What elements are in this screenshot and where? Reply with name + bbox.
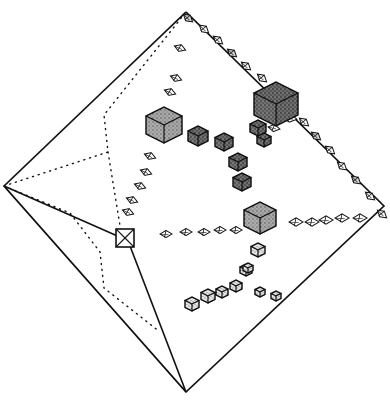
octahedron-outline (4, 12, 384, 392)
large-cube (146, 107, 182, 143)
octahedron-mark (163, 87, 177, 98)
speckled-cube (216, 286, 228, 298)
octahedron-mark (323, 143, 337, 156)
small-dark-cube (215, 133, 233, 151)
small-dark-cube (257, 133, 271, 147)
cubes-group (146, 82, 298, 311)
octahedron-mark (143, 151, 157, 162)
octahedron-mark (180, 228, 192, 235)
octahedron-mark (169, 73, 183, 84)
small-dark-cube (229, 153, 247, 171)
octahedron-mark (173, 43, 187, 54)
speckled-cube (251, 243, 265, 257)
octahedron-mark (309, 129, 323, 142)
octahedron-mark (214, 226, 226, 233)
octahedron-mark (335, 214, 349, 222)
marked-square (116, 229, 134, 247)
octahedron-mark (139, 167, 153, 178)
hidden-edges (4, 12, 186, 332)
octahedron-mark (375, 207, 389, 220)
speckled-cube (255, 287, 265, 297)
speckled-cube (185, 297, 199, 311)
large-cube (244, 202, 276, 234)
speckled-cube (271, 291, 281, 301)
hidden-edge-mid (108, 152, 122, 238)
octahedron-mark (289, 218, 303, 226)
octahedron-mark (125, 195, 139, 206)
octahedron-mark (133, 181, 147, 192)
octahedron-mark (305, 218, 319, 226)
hidden-edge-lower (4, 186, 160, 332)
octahedron-mark (198, 228, 210, 235)
octahedron-mark (319, 216, 333, 224)
octahedron-mark (230, 226, 242, 233)
small-dark-cube (233, 173, 251, 191)
octahedron-mark (121, 207, 135, 218)
octahedron-mark (160, 230, 172, 237)
small-dark-cube (188, 126, 208, 146)
speckled-cube (201, 289, 215, 303)
octahedron-mark (211, 33, 225, 46)
octahedron-mark (349, 173, 363, 186)
front-edge-lower (4, 186, 186, 392)
octahedron-mark (353, 214, 367, 222)
front-edge-bottom (130, 246, 186, 392)
speckled-cube (230, 280, 242, 292)
outline-edge (4, 12, 384, 392)
speckled-cube (243, 263, 253, 273)
